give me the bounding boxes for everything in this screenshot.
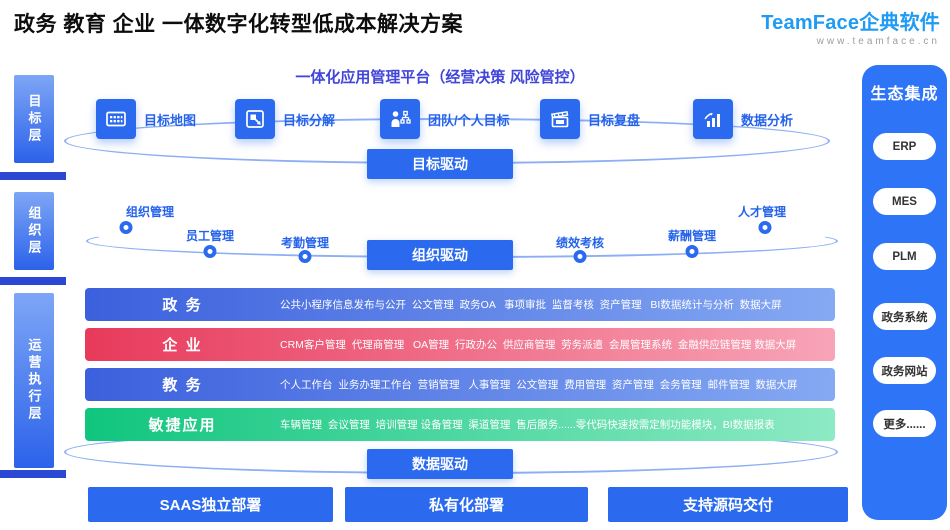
layer-operation: 运营执行层 [14, 293, 54, 468]
ecosystem-item-erp[interactable]: ERP [873, 133, 936, 160]
org-node-label: 组织管理 [125, 205, 175, 219]
brand-url: www.teamface.cn [816, 36, 940, 47]
ecosystem-item-gov-website[interactable]: 政务网站 [873, 357, 936, 384]
layer-separator [0, 470, 66, 478]
business-row-category: 企 业 [162, 337, 203, 354]
business-row-government: 政 务 公共小程序信息发布与公开 公文管理 政务OA 事项审批 监督考核 资产管… [85, 288, 835, 321]
layer-separator [0, 172, 66, 180]
org-node-dot [573, 250, 587, 263]
layer-organization: 组织层 [14, 192, 54, 270]
ecosystem-panel: 生态集成 ERP MES PLM 政务系统 政务网站 更多...... [862, 65, 947, 520]
business-row-features: 车辆管理 会议管理 培训管理 设备管理 渠道管理 售后服务......零代码快速… [280, 419, 775, 431]
business-row-education: 教 务 个人工作台 业务办理工作台 营销管理 人事管理 公文管理 费用管理 资产… [85, 368, 835, 401]
goal-map-label: 目标地图 [144, 112, 197, 128]
team-personal-goal-icon [380, 99, 420, 139]
data-driver-button[interactable]: 数据驱动 [367, 449, 513, 479]
business-row-enterprise: 企 业 CRM客户管理 代理商管理 OA管理 行政办公 供应商管理 劳务派遣 会… [85, 328, 835, 361]
ecosystem-item-mes[interactable]: MES [873, 188, 936, 215]
business-row-agile: 敏捷应用 车辆管理 会议管理 培训管理 设备管理 渠道管理 售后服务......… [85, 408, 835, 441]
org-node-label: 考勤管理 [280, 236, 330, 250]
business-row-category: 教 务 [162, 377, 203, 394]
org-node-label: 人才管理 [737, 205, 787, 219]
goal-review-icon [540, 99, 580, 139]
goal-decompose-icon [235, 99, 275, 139]
brand-logo-text: TeamFace企典软件 [761, 12, 940, 34]
org-node-organization: 组织管理 [126, 203, 174, 220]
org-node-performance: 绩效考核 [556, 234, 604, 251]
page-title: 政务 教育 企业 一体数字化转型低成本解决方案 [14, 13, 464, 36]
layer-operation-label: 运营执行层 [26, 338, 42, 423]
business-row-features: CRM客户管理 代理商管理 OA管理 行政办公 供应商管理 劳务派遣 会展管理系… [280, 339, 797, 351]
platform-title: 一体化应用管理平台（经营决策 风险管控） [295, 69, 585, 86]
org-node-dot [758, 221, 772, 234]
org-node-label: 绩效考核 [555, 236, 605, 250]
business-row-category: 敏捷应用 [148, 417, 217, 434]
goal-item-map: 目标地图 [96, 99, 196, 139]
org-node-label: 薪酬管理 [667, 229, 717, 243]
goal-item-review: 目标复盘 [540, 99, 640, 139]
goal-item-analysis: 数据分析 [693, 99, 793, 139]
org-node-label: 员工管理 [185, 229, 235, 243]
business-row-category: 政 务 [162, 297, 203, 314]
goal-item-team: 团队/个人目标 [380, 99, 510, 139]
data-analysis-icon [693, 99, 733, 139]
org-node-dot [119, 221, 133, 234]
ecosystem-item-gov-system[interactable]: 政务系统 [873, 303, 936, 330]
layer-organization-label: 组织层 [26, 205, 42, 257]
layer-goal-label: 目标层 [26, 93, 42, 145]
ecosystem-item-more[interactable]: 更多...... [873, 410, 936, 437]
deploy-sourcecode-button[interactable]: 支持源码交付 [608, 487, 848, 522]
business-row-features: 个人工作台 业务办理工作台 营销管理 人事管理 公文管理 费用管理 资产管理 会… [280, 379, 798, 391]
goal-driver-button[interactable]: 目标驱动 [367, 149, 513, 179]
team-personal-goal-label: 团队/个人目标 [428, 112, 510, 128]
org-node-dot [203, 245, 217, 258]
org-node-attendance: 考勤管理 [281, 234, 329, 251]
data-analysis-label: 数据分析 [741, 112, 794, 128]
layer-goal: 目标层 [14, 75, 54, 163]
goal-decompose-label: 目标分解 [283, 112, 336, 128]
deploy-private-button[interactable]: 私有化部署 [345, 487, 588, 522]
layer-separator [0, 277, 66, 285]
org-node-employee: 员工管理 [186, 227, 234, 244]
org-node-dot [685, 245, 699, 258]
ecosystem-item-plm[interactable]: PLM [873, 243, 936, 270]
business-row-features: 公共小程序信息发布与公开 公文管理 政务OA 事项审批 监督考核 资产管理 BI… [280, 299, 782, 311]
ecosystem-title: 生态集成 [870, 86, 939, 103]
brand-logo: TeamFace企典软件 www.teamface.cn [761, 6, 940, 47]
goal-map-icon [96, 99, 136, 139]
goal-review-label: 目标复盘 [588, 112, 641, 128]
deploy-saas-button[interactable]: SAAS独立部署 [88, 487, 333, 522]
org-node-salary: 薪酬管理 [668, 227, 716, 244]
org-node-talent: 人才管理 [738, 203, 786, 220]
organization-driver-button[interactable]: 组织驱动 [367, 240, 513, 270]
org-node-dot [298, 250, 312, 263]
goal-item-decompose: 目标分解 [235, 99, 335, 139]
